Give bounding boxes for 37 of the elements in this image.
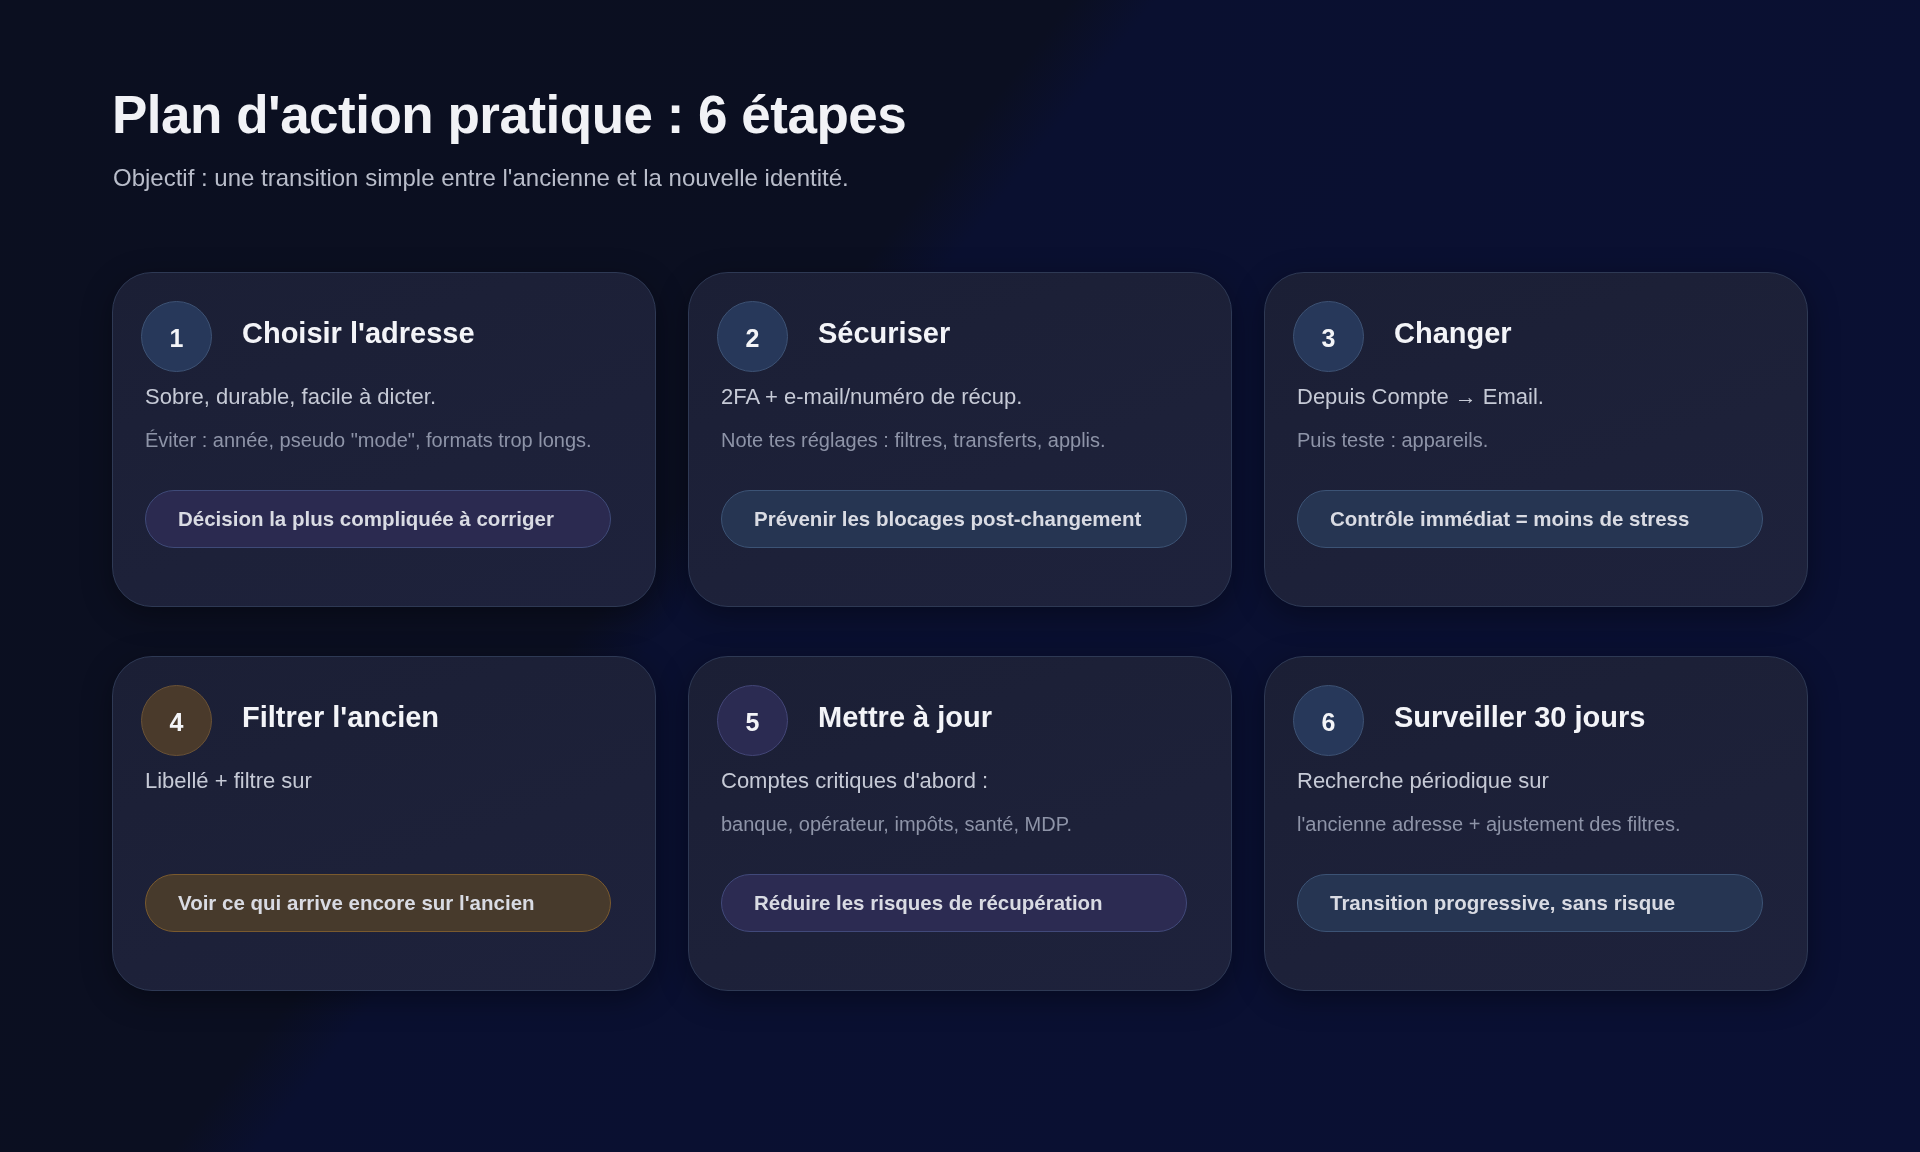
step-note: Éviter : année, pseudo "mode", formats trop longs. xyxy=(145,429,592,452)
step-heading: Choisir l'adresse xyxy=(242,317,475,350)
page-subtitle: Objectif : une transition simple entre l'ancienne et la nouvelle identité. xyxy=(113,164,849,192)
step-heading: Surveiller 30 jours xyxy=(1394,701,1646,734)
step-card xyxy=(688,656,1232,991)
step-note: Puis teste : appareils. xyxy=(1297,429,1489,452)
step-card xyxy=(112,272,656,607)
step-description: Sobre, durable, facile à dicter. xyxy=(145,384,437,410)
step-heading: Changer xyxy=(1394,317,1512,350)
step-heading: Filtrer l'ancien xyxy=(242,701,440,734)
summary-tag: Transition progressive, sans risque xyxy=(1297,874,1763,932)
summary-tag: Décision la plus compliquée à corriger xyxy=(145,490,611,548)
step-note: l'ancienne adresse + ajustement des filtres. xyxy=(1297,813,1681,836)
step-card xyxy=(1264,272,1808,607)
summary-tag: Prévenir les blocages post-changement xyxy=(721,490,1187,548)
page-title: Plan d'action pratique : 6 étapes xyxy=(112,84,907,145)
summary-tag: Réduire les risques de récupération xyxy=(721,874,1187,932)
step-number-circle: 2 xyxy=(717,301,788,372)
step-heading: Sécuriser xyxy=(818,317,951,350)
summary-tag: Voir ce qui arrive encore sur l'ancien xyxy=(145,874,611,932)
step-number-circle: 6 xyxy=(1293,685,1364,756)
step-card xyxy=(112,656,656,991)
step-card xyxy=(688,272,1232,607)
step-number-circle: 1 xyxy=(141,301,212,372)
step-heading: Mettre à jour xyxy=(818,701,993,734)
step-description: Recherche périodique sur xyxy=(1297,768,1549,794)
step-description: 2FA + e-mail/numéro de récup. xyxy=(721,384,1023,410)
step-number-circle: 5 xyxy=(717,685,788,756)
step-description: Libellé + filtre sur xyxy=(145,768,312,794)
step-number-circle: 3 xyxy=(1293,301,1364,372)
step-number-circle: 4 xyxy=(141,685,212,756)
summary-tag: Contrôle immédiat = moins de stress xyxy=(1297,490,1763,548)
step-note: Note tes réglages : filtres, transferts, applis. xyxy=(721,429,1106,452)
step-card xyxy=(1264,656,1808,991)
step-description: Depuis Compte → Email. xyxy=(1297,384,1544,410)
step-description: Comptes critiques d'abord : xyxy=(721,768,989,794)
step-note: banque, opérateur, impôts, santé, MDP. xyxy=(721,813,1072,836)
